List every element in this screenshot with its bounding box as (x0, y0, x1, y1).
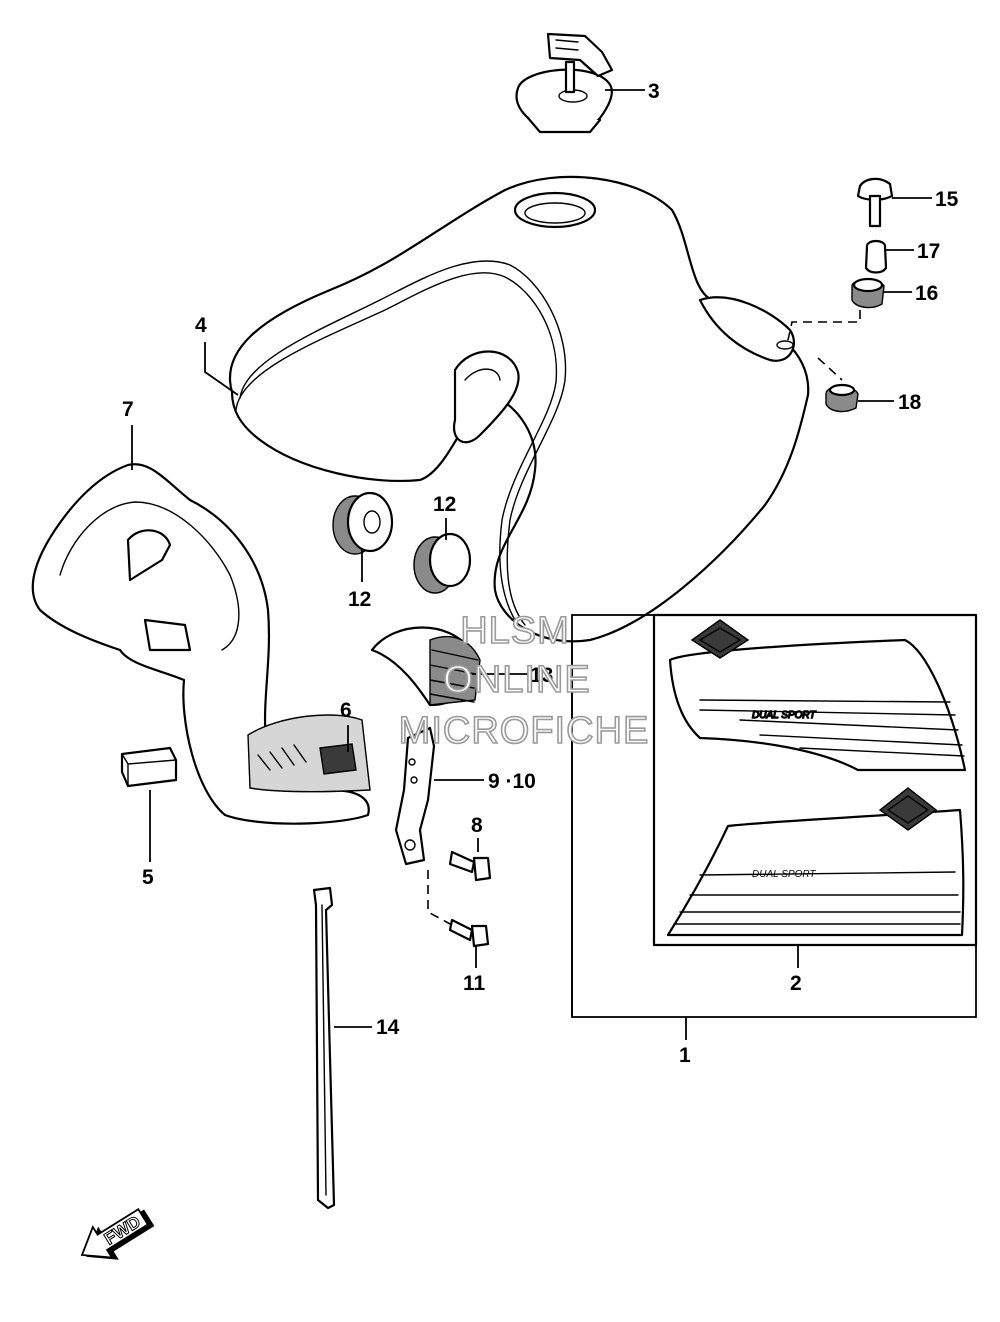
bolt-15 (856, 177, 894, 228)
callout-3: 3 (648, 80, 660, 103)
callout-1: 1 (679, 1044, 691, 1067)
forward-arrow: FWD (80, 1207, 155, 1260)
watermark-line-1: HLSM (460, 610, 570, 652)
callout-18: 18 (898, 391, 922, 414)
fuel-cap (515, 32, 614, 134)
decal-upper: DUAL SPORT (668, 619, 967, 772)
decal-upper-text: DUAL SPORT (752, 710, 816, 721)
bolt-11 (448, 918, 490, 948)
decal-lower: DUAL SPORT (666, 787, 965, 937)
callout-8: 8 (471, 814, 483, 837)
side-cover (31, 463, 371, 825)
rubber-cushion-left (332, 491, 394, 555)
callout-14: 14 (376, 1016, 400, 1039)
callout-labels: 3 4 7 5 6 12 12 13 9 ·10 8 11 14 15 17 1… (122, 80, 959, 1067)
watermark-line-2: ONLINE (443, 659, 590, 701)
cable-tie (312, 886, 336, 1210)
decal-lower-text: DUAL SPORT (752, 869, 816, 880)
cushion-block (120, 746, 178, 788)
callout-12-right: 12 (433, 493, 456, 516)
leader-lines (131, 89, 932, 1040)
tank-protector (370, 626, 481, 707)
cushion-18 (825, 383, 859, 413)
callout-7: 7 (122, 398, 134, 421)
fastener-dash-line-2 (817, 357, 843, 381)
callout-12-left: 12 (348, 588, 371, 611)
collar-17 (864, 239, 888, 274)
cushion-16 (851, 277, 885, 309)
callout-13: 13 (530, 664, 553, 687)
callout-16: 16 (915, 282, 938, 305)
rubber-cushion-right (413, 532, 472, 594)
callout-6: 6 (340, 699, 352, 722)
tank-bracket (394, 726, 436, 866)
callout-5: 5 (142, 866, 154, 889)
callout-17: 17 (917, 240, 940, 263)
callout-2: 2 (790, 972, 802, 995)
bolt-8 (448, 850, 492, 882)
fuel-tank (228, 175, 810, 643)
fastener-dash-line (787, 310, 861, 341)
bolt-dash-line (427, 870, 453, 926)
watermark: HLSM ONLINE MICROFICHE (398, 609, 650, 753)
callout-11: 11 (463, 972, 486, 995)
watermark-line-3: MICROFICHE (399, 710, 650, 752)
callout-4: 4 (195, 314, 207, 337)
callout-9-10: 9 ·10 (488, 770, 536, 793)
callout-15: 15 (935, 188, 959, 211)
